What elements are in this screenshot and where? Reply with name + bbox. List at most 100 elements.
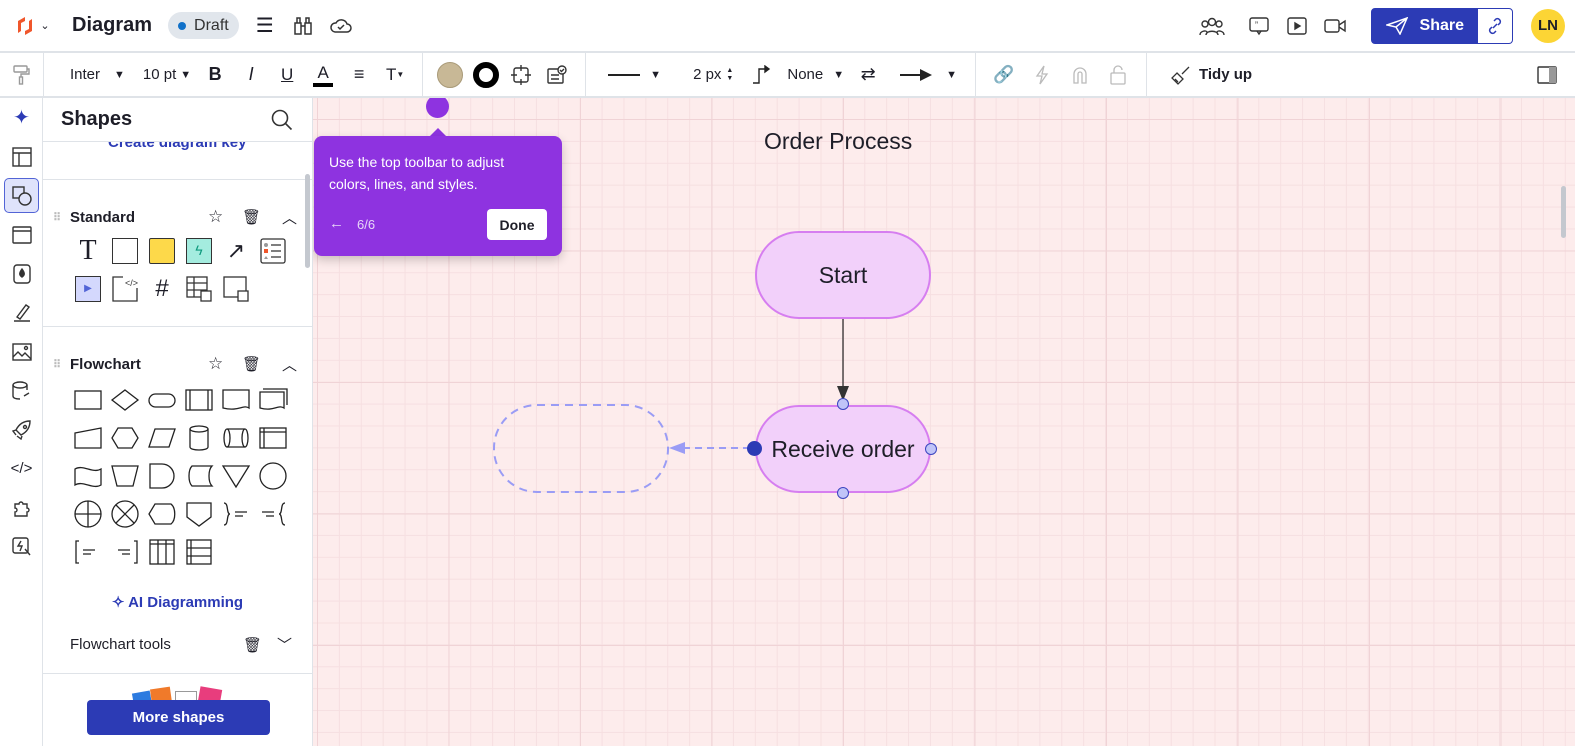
node-receive-order[interactable]: Receive order bbox=[755, 405, 931, 493]
back-arrow-icon[interactable]: ← bbox=[329, 215, 344, 232]
brace-note-right-shape-icon[interactable] bbox=[258, 499, 288, 529]
swimlane-horizontal-shape-icon[interactable] bbox=[184, 537, 214, 567]
collaborators-icon[interactable] bbox=[1197, 16, 1227, 36]
search-icon[interactable] bbox=[270, 108, 294, 132]
document-shape-icon[interactable] bbox=[221, 385, 251, 415]
display-shape-icon[interactable] bbox=[147, 499, 177, 529]
delete-trash-icon[interactable]: 🗑 bbox=[242, 356, 262, 373]
preparation-shape-icon[interactable] bbox=[110, 423, 140, 453]
done-button[interactable]: Done bbox=[487, 209, 547, 240]
puzzle-icon[interactable] bbox=[0, 488, 43, 527]
frame-shape-icon[interactable]: # bbox=[155, 275, 169, 302]
database-shape-icon[interactable] bbox=[184, 423, 214, 453]
diagram-title[interactable]: Order Process bbox=[764, 128, 913, 154]
italic-icon[interactable]: I bbox=[248, 64, 254, 84]
manual-input-shape-icon[interactable] bbox=[73, 423, 103, 453]
swimlane-vertical-shape-icon[interactable] bbox=[147, 537, 177, 567]
connection-point-left-active[interactable] bbox=[747, 441, 762, 456]
connector-style-icon[interactable] bbox=[749, 64, 773, 85]
underline-icon[interactable]: U bbox=[281, 64, 294, 84]
off-page-connector-shape-icon[interactable] bbox=[184, 499, 214, 529]
multiple-documents-shape-icon[interactable] bbox=[258, 385, 288, 415]
section-title-standard[interactable]: Standard bbox=[70, 208, 136, 226]
fill-drop-icon[interactable] bbox=[0, 254, 43, 293]
data-shape-icon[interactable] bbox=[147, 423, 177, 453]
create-diagram-key-link[interactable]: Create diagram key bbox=[108, 142, 247, 151]
avatar[interactable]: LN bbox=[1531, 8, 1565, 43]
link-icon[interactable]: 🔗 bbox=[993, 64, 1015, 84]
cloud-saved-icon[interactable] bbox=[329, 17, 353, 35]
process-shape-icon[interactable] bbox=[73, 385, 103, 415]
direct-data-shape-icon[interactable] bbox=[221, 423, 251, 453]
lock-icon[interactable] bbox=[1106, 64, 1130, 85]
diagram-canvas[interactable]: Order Process Start Receive order Use th… bbox=[313, 98, 1575, 746]
drag-handle-icon[interactable]: ⠿ bbox=[53, 211, 62, 224]
favorite-star-icon[interactable]: ☆ bbox=[208, 207, 224, 226]
image-icon[interactable] bbox=[0, 332, 43, 371]
automation-icon[interactable] bbox=[0, 527, 43, 566]
right-panel-toggle-icon[interactable] bbox=[1535, 65, 1559, 84]
embed-code-icon[interactable]: </> bbox=[110, 274, 140, 304]
drag-handle-icon[interactable]: ⠿ bbox=[53, 358, 62, 371]
or-shape-icon[interactable] bbox=[110, 499, 140, 529]
summing-junction-shape-icon[interactable] bbox=[73, 499, 103, 529]
format-painter-icon[interactable] bbox=[0, 64, 43, 85]
line-start-select[interactable]: None▼ bbox=[787, 66, 844, 83]
connector-shape-icon[interactable] bbox=[258, 461, 288, 491]
delete-trash-icon[interactable]: 🗑 bbox=[242, 209, 262, 226]
bold-icon[interactable]: B bbox=[208, 64, 222, 84]
collapse-chevron-icon[interactable]: ︿ bbox=[282, 209, 298, 227]
templates-icon[interactable] bbox=[0, 137, 43, 176]
binoculars-icon[interactable] bbox=[291, 16, 315, 36]
text-shape-icon[interactable]: T bbox=[79, 235, 97, 266]
menu-icon[interactable]: ☰ bbox=[255, 15, 274, 37]
line-style-select[interactable]: ▼ bbox=[608, 69, 661, 81]
style-check-icon[interactable] bbox=[545, 64, 569, 85]
list-block-icon[interactable] bbox=[258, 236, 288, 266]
rocket-icon[interactable] bbox=[0, 410, 43, 449]
present-icon[interactable] bbox=[1285, 16, 1309, 35]
text-options-icon[interactable]: T▼ bbox=[386, 64, 405, 84]
favorite-star-icon[interactable]: ☆ bbox=[208, 354, 224, 373]
sticky-note-icon[interactable] bbox=[147, 236, 177, 266]
flowchart-tools-label[interactable]: Flowchart tools bbox=[70, 636, 171, 653]
comments-icon[interactable]: ” bbox=[1247, 16, 1271, 36]
more-shapes-button[interactable]: More shapes bbox=[87, 700, 270, 735]
rectangle-shape-icon[interactable] bbox=[110, 236, 140, 266]
draw-icon[interactable] bbox=[0, 293, 43, 332]
ai-diagramming-link[interactable]: ✧ AI Diagramming bbox=[112, 594, 243, 611]
container-shape-icon[interactable] bbox=[221, 274, 251, 304]
video-call-icon[interactable] bbox=[1323, 18, 1347, 34]
table-shape-icon[interactable] bbox=[184, 274, 214, 304]
shapes-icon[interactable] bbox=[4, 178, 39, 213]
line-end-select[interactable]: ▼ bbox=[900, 68, 957, 81]
section-title-flowchart[interactable]: Flowchart bbox=[70, 355, 141, 373]
decision-shape-icon[interactable] bbox=[110, 385, 140, 415]
annotation-left-shape-icon[interactable] bbox=[73, 537, 103, 567]
status-badge[interactable]: Draft bbox=[168, 12, 239, 39]
align-center-icon[interactable]: ≡ bbox=[353, 64, 365, 84]
font-family-select[interactable]: Inter▼ bbox=[70, 66, 125, 83]
predefined-process-shape-icon[interactable] bbox=[184, 385, 214, 415]
share-button[interactable]: Share bbox=[1372, 16, 1478, 35]
video-block-icon[interactable]: ▶ bbox=[73, 274, 103, 304]
crop-icon[interactable] bbox=[509, 64, 533, 85]
font-size-select[interactable]: 10 pt▼ bbox=[143, 66, 191, 83]
canvas-scrollbar[interactable] bbox=[1561, 186, 1566, 238]
delete-trash-icon[interactable]: 🗑 bbox=[242, 636, 263, 654]
punched-tape-shape-icon[interactable] bbox=[73, 461, 103, 491]
text-color-icon[interactable]: A bbox=[311, 63, 335, 87]
copy-link-icon[interactable] bbox=[1478, 8, 1512, 43]
magnet-icon[interactable] bbox=[1068, 66, 1092, 84]
collapse-chevron-icon[interactable]: ︿ bbox=[282, 356, 298, 374]
internal-storage-shape-icon[interactable] bbox=[258, 423, 288, 453]
line-width-stepper[interactable]: 2 px▲▼ bbox=[693, 66, 733, 83]
stored-data-shape-icon[interactable] bbox=[184, 461, 214, 491]
terminator-shape-icon[interactable] bbox=[147, 385, 177, 415]
ai-sparkle-icon[interactable]: ✦ bbox=[13, 107, 30, 129]
data-link-icon[interactable] bbox=[0, 371, 43, 410]
connection-point-right[interactable] bbox=[925, 443, 937, 455]
brace-note-left-shape-icon[interactable] bbox=[221, 499, 251, 529]
code-icon[interactable]: </> bbox=[10, 460, 33, 477]
manual-operation-shape-icon[interactable] bbox=[110, 461, 140, 491]
